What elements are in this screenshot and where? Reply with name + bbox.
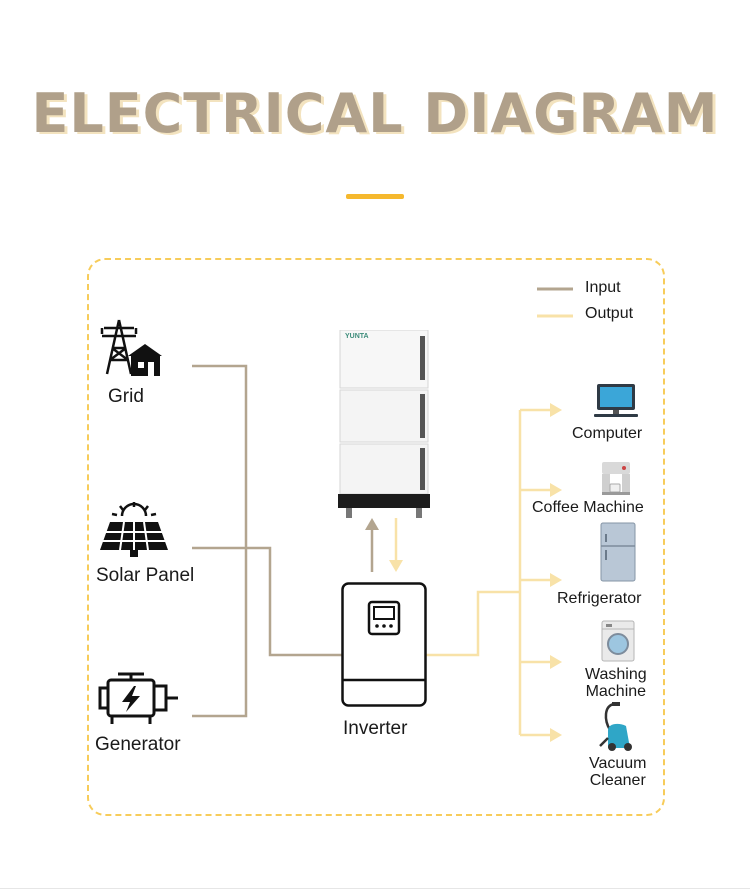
load-label-computer: Computer (572, 425, 643, 442)
load-label-washing-line2: Machine (585, 683, 647, 700)
load-label-vacuum-line1: Vacuum (589, 755, 647, 772)
source-label-grid: Grid (108, 386, 144, 407)
diagram-frame (87, 258, 665, 816)
legend-input-label: Input (585, 279, 621, 296)
page-title: ELECTRICAL DIAGRAM (31, 82, 719, 145)
bottom-divider (0, 888, 750, 889)
vacuum-cleaner-icon (599, 702, 632, 751)
load-label-coffee-machine: Coffee Machine (532, 499, 644, 516)
load-label-washing-machine: Washing Machine (585, 666, 647, 700)
load-label-refrigerator: Refrigerator (557, 590, 642, 607)
battery-brand-label: YUNTA (345, 333, 369, 340)
coffee-machine-icon (602, 462, 630, 495)
load-label-washing-line1: Washing (585, 666, 647, 683)
generator-icon (98, 672, 178, 724)
input-wires (192, 364, 374, 718)
washing-machine-icon (601, 620, 635, 662)
load-label-vacuum-cleaner: Vacuum Cleaner (589, 755, 647, 789)
source-label-generator: Generator (95, 734, 181, 755)
battery-stack-icon (338, 330, 430, 518)
inverter-label: Inverter (343, 718, 408, 739)
battery-input-arrow (365, 518, 379, 530)
refrigerator-icon (600, 522, 636, 582)
output-wires (394, 408, 552, 737)
output-arrowheads (389, 403, 562, 742)
solar-panel-icon (100, 502, 168, 557)
inverter-icon (341, 582, 427, 707)
title-underline (346, 194, 404, 199)
legend-output-label: Output (585, 305, 634, 322)
source-label-solar-panel: Solar Panel (96, 565, 195, 586)
power-tower-house-icon (100, 319, 162, 376)
load-label-vacuum-line2: Cleaner (589, 772, 646, 789)
computer-icon (594, 384, 638, 417)
